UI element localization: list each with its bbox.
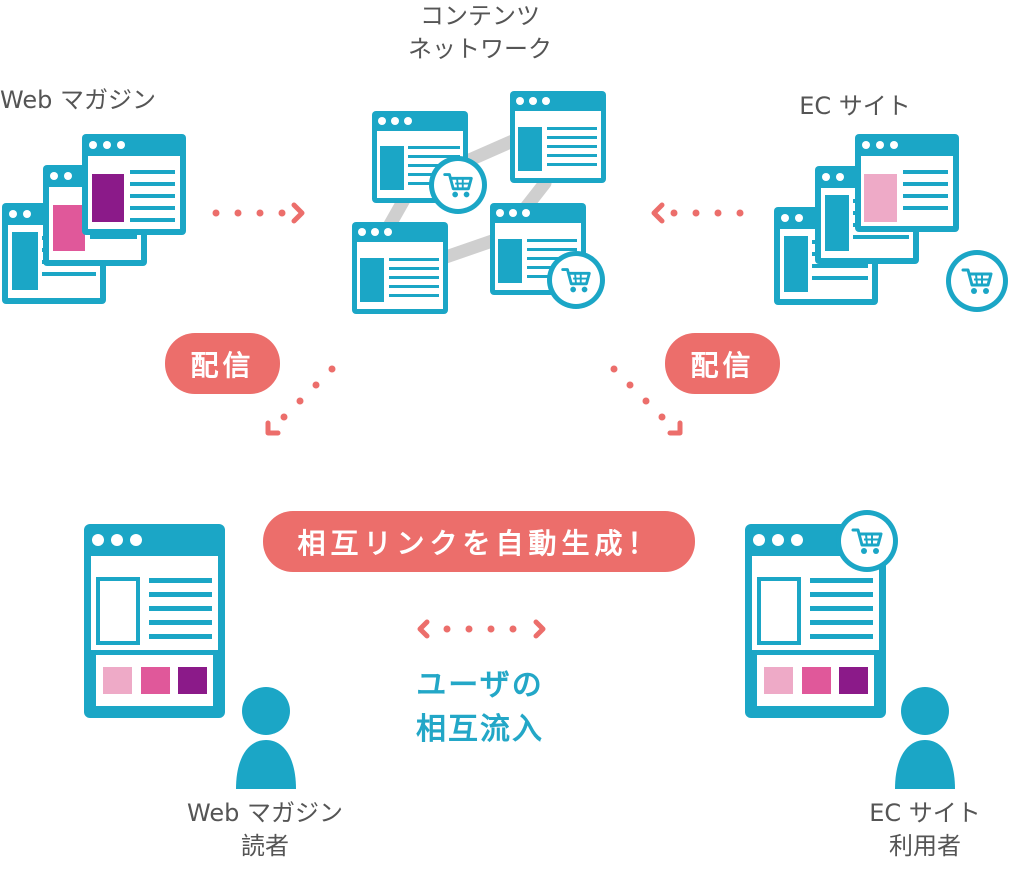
reader-browser-window bbox=[84, 524, 225, 718]
shopping-cart-icon bbox=[836, 510, 898, 572]
dotted-arrow-icon bbox=[610, 365, 683, 436]
distribute-badge-left: 配信 bbox=[165, 333, 280, 394]
content-network-label-line2: ネットワーク bbox=[408, 35, 552, 63]
content-network bbox=[352, 91, 606, 314]
dotted-arrow-icon bbox=[651, 202, 744, 224]
shopping-cart-icon bbox=[429, 156, 487, 214]
ec-user-browser-window bbox=[745, 524, 886, 718]
ec-site-label: EC サイト bbox=[799, 92, 911, 120]
browser-window-icon bbox=[82, 134, 186, 235]
dotted-arrow-icon bbox=[265, 365, 336, 436]
mutual-links-badge: 相互リンクを自動生成！ bbox=[263, 511, 695, 572]
network-window-3 bbox=[352, 222, 448, 314]
ec-user-label-line1: EC サイト bbox=[869, 799, 981, 827]
browser-window-icon bbox=[855, 134, 959, 232]
distribute-badge-right: 配信 bbox=[665, 333, 780, 394]
dotted-arrow-icon bbox=[212, 202, 305, 224]
mutual-flow-line2: 相互流入 bbox=[416, 712, 544, 747]
mutual-flow-line1: ユーザの bbox=[416, 668, 544, 703]
dotted-arrow-icon bbox=[417, 619, 546, 639]
web-magazine-windows bbox=[2, 134, 186, 304]
web-magazine-label: Web マガジン bbox=[0, 86, 156, 114]
user-icon bbox=[895, 687, 955, 789]
network-window-2 bbox=[510, 91, 606, 183]
web-reader-label-line2: 読者 bbox=[241, 832, 289, 860]
shopping-cart-icon bbox=[946, 250, 1008, 312]
shopping-cart-icon bbox=[547, 251, 605, 309]
ec-site-windows bbox=[774, 134, 1008, 312]
user-icon bbox=[236, 687, 296, 789]
ec-user-label-line2: 利用者 bbox=[889, 832, 961, 860]
web-reader-label-line1: Web マガジン bbox=[187, 799, 343, 827]
content-network-label-line1: コンテンツ bbox=[420, 2, 540, 30]
